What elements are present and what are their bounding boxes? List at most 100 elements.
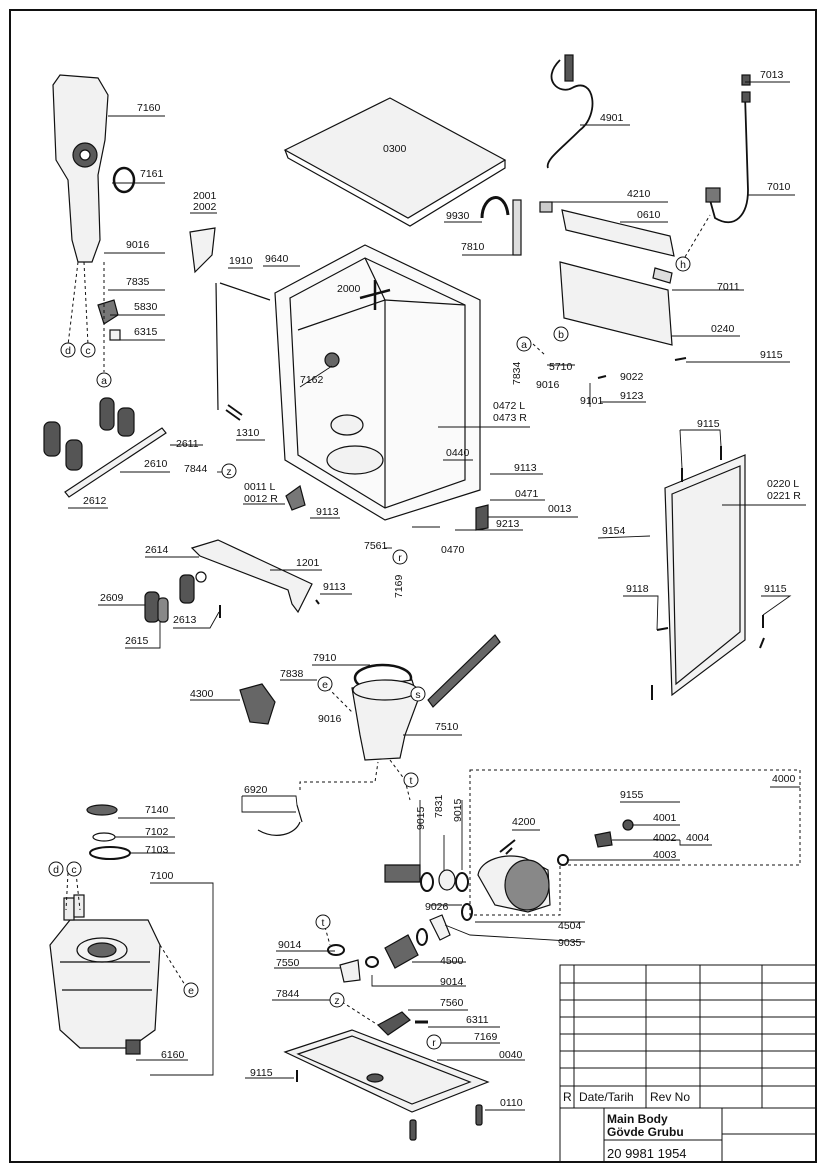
callout-d-bottom: d [48,861,64,877]
title-english: Main Body [607,1112,668,1126]
svg-text:t: t [410,775,413,787]
part-label: 0011 L [244,481,275,493]
front-panel-0610-part [561,209,675,257]
part-label: 7100 [150,870,174,882]
sensor-6920-part [257,804,303,836]
part-label: 4901 [600,112,624,124]
gasket-ring-part [112,166,136,194]
valve-5830-part [97,299,119,325]
clip-4210-part [539,201,553,213]
part-label: 4002 [653,832,677,844]
part-label: 4003 [653,849,677,861]
heater-pipe-part [384,864,421,883]
hose-7550-part [339,959,361,983]
callout-t-top: t [403,772,419,788]
part-label: 9113 [514,462,537,474]
part-label: 7844 [184,463,208,475]
part-label: 2613 [173,614,197,626]
part-label: 9014 [278,939,302,951]
part-label: 7810 [461,241,485,253]
svg-text:d: d [53,864,59,876]
rear-panel-0240-part [559,261,673,346]
part-label: 6315 [134,326,158,338]
part-label: 7169 [393,574,405,598]
part-label: 0610 [637,209,661,221]
sheet-border [9,9,817,1163]
svg-text:c: c [85,345,90,357]
part-label: 9155 [620,789,644,801]
pad-2613-part [179,574,195,604]
clip-6315-part [109,329,121,341]
seal-7103-part [89,846,131,860]
part-label: 0470 [441,544,465,556]
svg-text:z: z [334,995,339,1007]
part-label: 2615 [125,635,149,647]
svg-text:r: r [432,1037,436,1049]
part-label: 7011 [717,281,740,293]
part-label: 2610 [144,458,168,470]
part-label: 9016 [126,239,150,251]
part-label: 9101 [580,395,604,407]
float-7560-part [377,1011,411,1036]
pad-2609-part [144,591,160,623]
part-label: 9115 [764,583,787,595]
part-label: 2614 [145,544,169,556]
part-label: 6160 [161,1049,185,1061]
callout-r-bottom: r [426,1034,442,1050]
bracket-0011-part [285,485,306,511]
svg-text:e: e [188,985,194,997]
part-label: 7834 [511,361,523,385]
part-label: 7835 [126,276,150,288]
part-label: 4300 [190,688,214,700]
part-label: 9016 [318,713,342,725]
callout-c-bottom: c [66,861,82,877]
part-label: 1310 [236,427,260,439]
part-label: 9123 [620,390,644,402]
tube-7810-part [512,199,522,256]
part-label: 9118 [626,583,649,595]
leader-lines [68,81,806,1111]
sump-7510-part [351,679,419,761]
part-label: 7169 [474,1031,498,1043]
part-label: 4004 [686,832,710,844]
date-label: Date/Tarih [579,1090,634,1104]
dashed-connector-lines [65,214,801,1026]
part-label: 9640 [265,253,289,265]
part-label: 0220 L [767,478,799,490]
part-label: 7838 [280,668,304,680]
part-label: 7010 [767,181,791,193]
part-label: 4200 [512,816,536,828]
foot-0110-part [475,1104,483,1126]
callout-h: h [675,256,691,272]
part-label: 7102 [145,826,169,838]
callout-r-top: r [392,549,408,565]
part-label: 1201 [296,557,320,569]
hinge-2611a-part [43,421,61,457]
seal-7102-part [92,832,116,842]
part-label: 9154 [602,525,626,537]
part-label: 0013 [548,503,572,515]
inlet-hose-part [709,94,749,224]
part-label: 6311 [466,1014,489,1026]
part-label: 0040 [499,1049,523,1061]
callout-c-top: c [80,342,96,358]
side-panel-0220-part [664,454,746,697]
part-label: 7103 [145,844,169,856]
unit-4300-part [239,683,276,725]
svg-text:a: a [101,375,107,387]
part-label: 7162 [300,374,324,386]
part-label: 7550 [276,957,300,969]
part-label: 7140 [145,804,169,816]
base-tray-0040-part [283,1029,490,1113]
spray-pipe-part [427,634,501,708]
drawing-number: 20 9981 1954 [607,1146,687,1161]
callout-z-top: z [221,463,237,479]
svg-text:b: b [558,329,564,341]
title-turkish: Gövde Grubu [607,1125,684,1139]
part-label: 4000 [772,773,796,785]
part-label: 0300 [383,143,407,155]
part-label: 9113 [323,581,346,593]
part-label: 7831 [433,794,445,818]
part-label: 0221 R [767,490,801,502]
